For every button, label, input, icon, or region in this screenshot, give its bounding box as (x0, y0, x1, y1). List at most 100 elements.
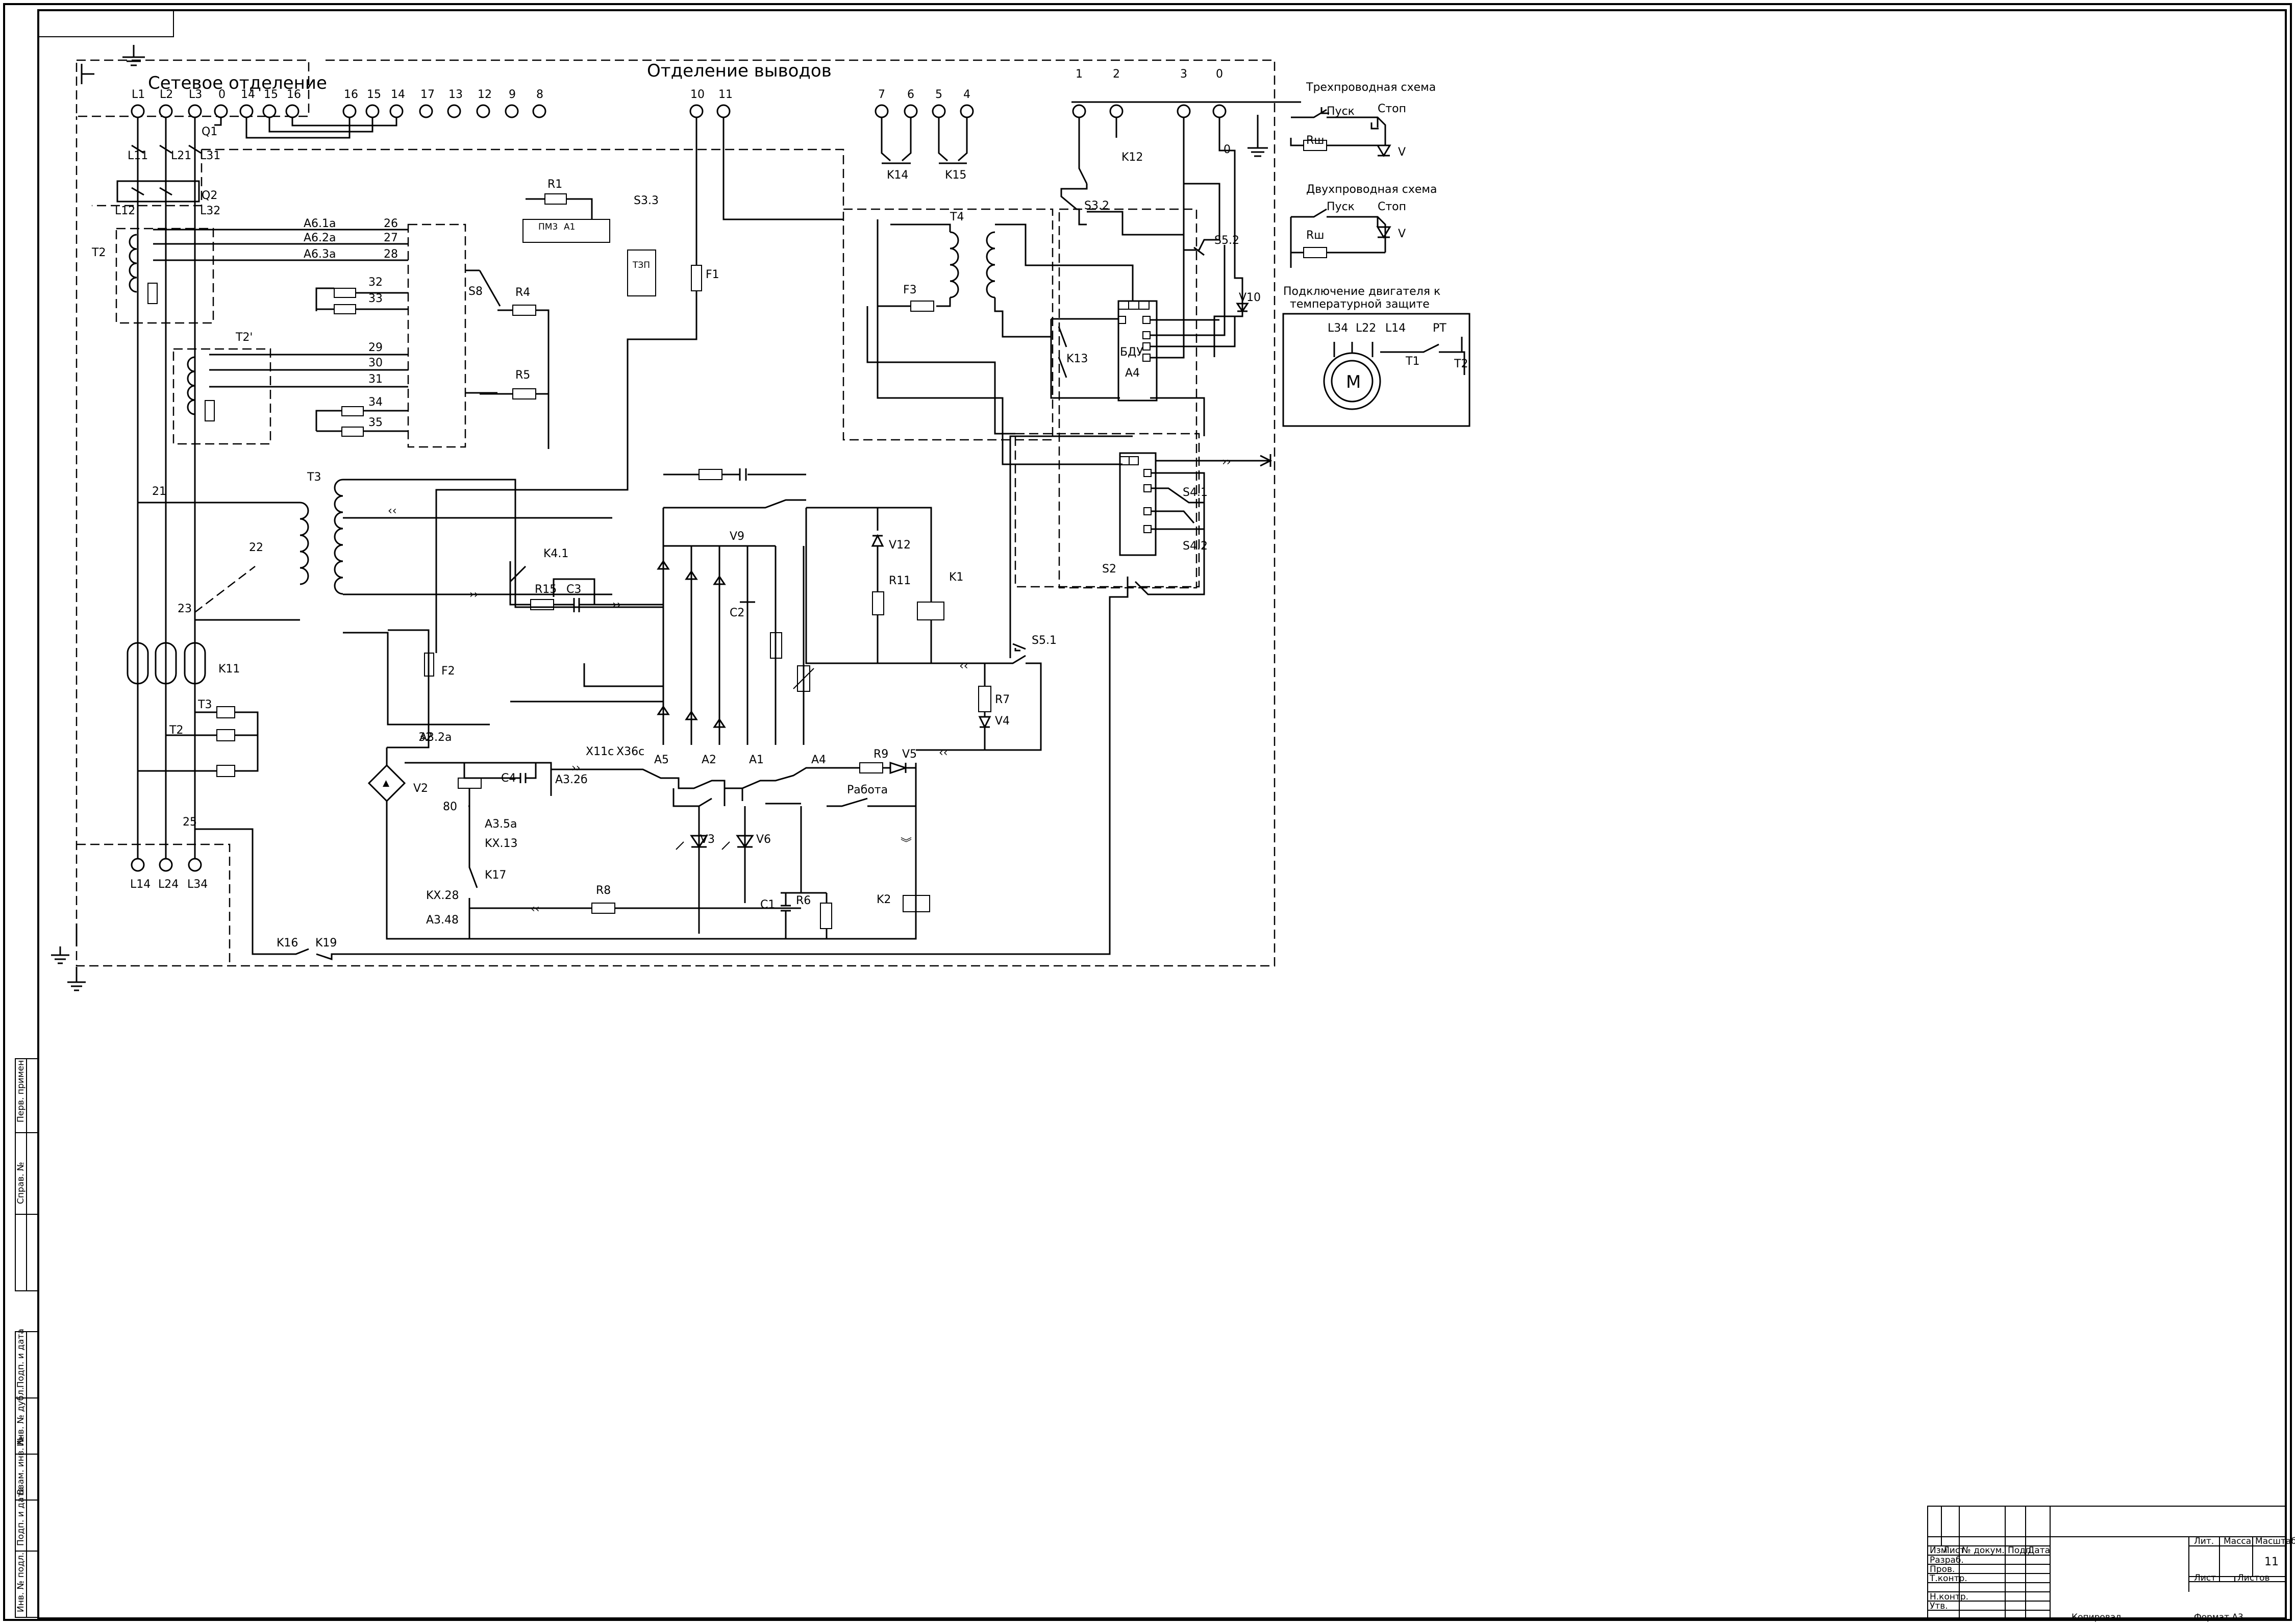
strip-label: Подп. и дата (16, 1329, 26, 1388)
label-k41: K4.1 (543, 547, 568, 560)
mains-output-terminals: L14 L24 L34 (130, 858, 208, 891)
label-s8: S8 (468, 285, 483, 298)
terminal (932, 104, 946, 118)
terminal-label: L3 (189, 88, 202, 101)
label-a1-switch: A1 (749, 754, 764, 766)
label-l11: L11 (128, 149, 148, 162)
terminal (214, 104, 228, 118)
terminal (262, 104, 277, 118)
label-kx28: KX.28 (426, 889, 459, 902)
label-v6: V6 (756, 833, 771, 846)
label-r1: R1 (547, 178, 562, 191)
strip-label: Инв. № дубл. (16, 1387, 26, 1446)
label-a348: A3.48 (426, 914, 459, 927)
t1-label: T1 (1405, 355, 1419, 368)
resistor-pair-icon (315, 287, 408, 314)
sheet-number: 11 (2264, 1556, 2279, 1568)
label-c1: C1 (760, 898, 775, 911)
wire-label: 26 (384, 217, 398, 230)
label-tzp: ТЗП (632, 260, 650, 270)
label-s2: S2 (1102, 563, 1116, 576)
motor-note-line1: Подключение двигателя к (1283, 285, 1440, 298)
tb-cell: Лист (2194, 1573, 2216, 1583)
terminal-label: L24 (158, 878, 179, 891)
terminal (904, 104, 918, 118)
terminal-label: 2 (1113, 68, 1120, 81)
label-k17: K17 (485, 869, 506, 882)
terminal (365, 104, 380, 118)
output-terminals-d: 1 2 3 0 (1071, 68, 1301, 118)
terminal (875, 104, 889, 118)
tb-col: Изм (1930, 1545, 1948, 1556)
terminal-block-lower (1119, 452, 1273, 595)
terminal (131, 858, 145, 872)
ground-icon (1248, 115, 1268, 157)
label-r11: R11 (889, 574, 911, 587)
wire-label: 22 (249, 541, 263, 554)
terminal-label: 13 (448, 88, 463, 101)
strip-label: Инв. № подл. (16, 1553, 26, 1612)
fuse-f2-icon (424, 653, 434, 677)
left-document-strip: Перв. примен. Справ. № Подп. и дата Инв.… (15, 1057, 39, 1618)
resistor-r4-r5-icon (480, 305, 550, 449)
drawing-frame (3, 3, 2292, 1621)
wire-label: 28 (384, 248, 398, 261)
tb-cell: Масштаб (2255, 1536, 2295, 1546)
label-t2: T2 (91, 246, 106, 259)
ground-icon (81, 64, 94, 84)
mains-lines (137, 117, 397, 865)
terminal (447, 104, 461, 118)
wire-label: 35 (368, 416, 383, 429)
terminal-label: 8 (536, 88, 543, 101)
signal-arrows: ‹‹ ›› ›› ›› ‹‹ ‹‹ ‹‹ ›› ︾ (388, 456, 1231, 915)
strip-label: Взам. инв. № (16, 1436, 26, 1495)
label-k2: K2 (877, 893, 891, 906)
mains-input-terminals: L1 L2 L3 0 14 15 16 (131, 88, 301, 118)
terminal (532, 104, 546, 118)
label-v2: V2 (413, 782, 428, 795)
terminal-label: 15 (367, 88, 381, 101)
label-s33: S3.3 (634, 194, 659, 207)
wire-label: 33 (368, 292, 383, 305)
label-k16: K16 (277, 937, 298, 950)
label-v4: V4 (995, 715, 1010, 728)
tb-cell: Лит. (2194, 1536, 2214, 1546)
transformer-t3-icon (138, 479, 638, 726)
wire-label: T3 (197, 698, 212, 711)
terminal-label: 15 (264, 88, 278, 101)
terminal (159, 104, 173, 118)
tb-row: Т.контр. (1929, 1573, 1967, 1584)
zero-label: 0 (1224, 143, 1231, 156)
rsh-label: Rш (1306, 229, 1324, 242)
label-x11c: X11c (586, 745, 614, 758)
label-q1: Q1 (202, 126, 217, 138)
wire-label: 31 (368, 373, 383, 386)
label-l21: L21 (171, 149, 191, 162)
two-wire-title: Двухпроводная схема (1306, 183, 1437, 196)
copied-label: Копировал (2072, 1612, 2121, 1622)
label-bdu: БДУ (1120, 346, 1143, 359)
mode-switch-contacts (551, 767, 847, 934)
wire-label: 25 (183, 816, 197, 829)
wire-label: 27 (384, 232, 398, 244)
s51-r7-v4-icon (916, 435, 1133, 751)
label-r8: R8 (596, 884, 611, 897)
bridge-v9-icon (510, 468, 814, 745)
relay-pm3-block (522, 193, 656, 296)
wire-label: 29 (368, 341, 383, 354)
label-r5: R5 (515, 369, 530, 382)
coil-k11-icon (127, 642, 206, 685)
svg-text:››: ›› (571, 762, 581, 774)
label-k19: K19 (315, 937, 337, 950)
label-f1: F1 (706, 268, 719, 281)
label-k13: K13 (1066, 353, 1088, 365)
terminal (131, 104, 145, 118)
label-k1: K1 (949, 571, 963, 584)
label-r9: R9 (874, 748, 888, 761)
coil-k2-icon (827, 761, 930, 939)
terminal-label: 1 (1076, 68, 1083, 81)
label-r4: R4 (515, 286, 530, 299)
v-label: V (1398, 228, 1406, 240)
terminal-label: 3 (1180, 68, 1187, 81)
label-s32: S3.2 (1084, 199, 1109, 212)
